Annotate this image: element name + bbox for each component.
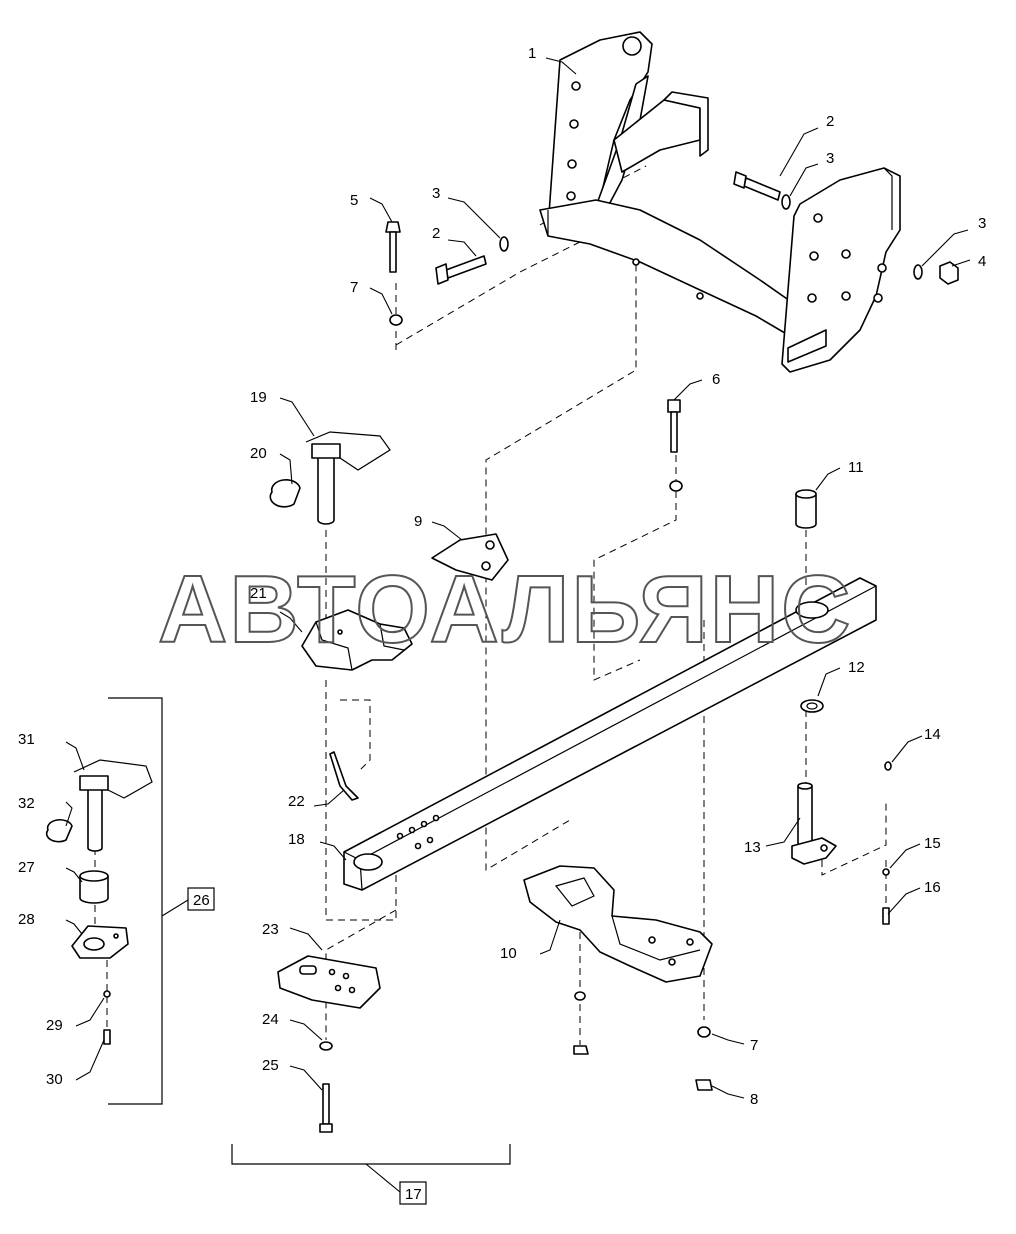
part-18-drawbar bbox=[343, 577, 877, 891]
kit-17-bracket bbox=[231, 1144, 511, 1193]
callout-24: 24 bbox=[262, 1011, 279, 1028]
callout-15: 15 bbox=[924, 835, 941, 852]
callout-26: 26 bbox=[193, 892, 210, 909]
callout-17: 17 bbox=[405, 1186, 422, 1203]
part-3-washer-left bbox=[499, 236, 509, 252]
part-9-plate bbox=[431, 533, 509, 581]
callout-12: 12 bbox=[848, 659, 865, 676]
part-14-nut bbox=[884, 761, 892, 771]
part-29-washer bbox=[103, 990, 111, 998]
part-5-bolt bbox=[385, 221, 401, 273]
part-1-frame-bracket bbox=[539, 31, 901, 373]
callout-21: 21 bbox=[250, 585, 267, 602]
callout-27: 27 bbox=[18, 859, 35, 876]
part-13-pin bbox=[791, 782, 837, 865]
callout-28: 28 bbox=[18, 911, 35, 928]
part-8-nut bbox=[573, 1045, 713, 1091]
part-4-nut bbox=[939, 261, 959, 285]
part-7-washer-bottom bbox=[574, 991, 711, 1038]
callout-32: 32 bbox=[18, 795, 35, 812]
part-3-washer-right-b bbox=[913, 264, 923, 280]
callout-3: 3 bbox=[826, 150, 834, 167]
part-30-bolt bbox=[103, 1029, 111, 1045]
kit-26-box bbox=[187, 887, 215, 911]
callout-3: 3 bbox=[432, 185, 440, 202]
callout-31: 31 bbox=[18, 731, 35, 748]
part-7-washer-mid bbox=[669, 480, 683, 492]
callout-19: 19 bbox=[250, 389, 267, 406]
callout-8: 8 bbox=[750, 1091, 758, 1108]
callout-13: 13 bbox=[744, 839, 761, 856]
part-25-bolt bbox=[319, 1083, 333, 1133]
part-32-spring-clip bbox=[45, 818, 73, 843]
callout-11: 11 bbox=[848, 459, 864, 476]
part-28-plate bbox=[71, 925, 129, 959]
callout-30: 30 bbox=[46, 1071, 63, 1088]
callout-3: 3 bbox=[978, 215, 986, 232]
callout-5: 5 bbox=[350, 192, 358, 209]
callout-23: 23 bbox=[262, 921, 279, 938]
part-31-lynch-pin bbox=[73, 759, 153, 852]
callout-14: 14 bbox=[924, 726, 941, 743]
callout-18: 18 bbox=[288, 831, 305, 848]
part-2-bolt-right bbox=[733, 171, 781, 201]
callout-25: 25 bbox=[262, 1057, 279, 1074]
callout-6: 6 bbox=[712, 371, 720, 388]
part-15-washer bbox=[882, 868, 890, 876]
callout-7: 7 bbox=[750, 1037, 758, 1054]
part-24-washer bbox=[319, 1041, 333, 1051]
part-16-bolt bbox=[882, 907, 890, 925]
callout-29: 29 bbox=[46, 1017, 63, 1034]
callout-labels: 1 2 3 3 2 5 7 3 4 6 19 20 11 9 21 12 14 … bbox=[18, 45, 986, 1205]
callout-2: 2 bbox=[826, 113, 834, 130]
callout-9: 9 bbox=[414, 513, 422, 530]
part-21-hitch-hook bbox=[301, 609, 413, 671]
part-12-washer bbox=[800, 699, 824, 713]
part-11-bushing bbox=[795, 489, 817, 529]
part-2-bolt-left bbox=[435, 255, 487, 285]
part-22-clip bbox=[329, 751, 359, 801]
part-6-bolt bbox=[667, 399, 681, 453]
kit-17-box bbox=[399, 1181, 427, 1205]
part-10-support bbox=[523, 865, 713, 983]
callout-16: 16 bbox=[924, 879, 941, 896]
part-3-washer-right-a bbox=[781, 194, 791, 210]
callout-2: 2 bbox=[432, 225, 440, 242]
part-23-plate bbox=[277, 955, 381, 1009]
part-27-bushing bbox=[79, 870, 109, 904]
part-20-spring-clip bbox=[269, 479, 301, 508]
callout-10: 10 bbox=[500, 945, 517, 962]
watermark-text: АВТОАЛЬЯНС bbox=[158, 556, 852, 663]
callout-4: 4 bbox=[978, 253, 986, 270]
callout-20: 20 bbox=[250, 445, 267, 462]
callout-22: 22 bbox=[288, 793, 305, 810]
callout-1: 1 bbox=[528, 45, 536, 62]
part-7-washer-top bbox=[389, 314, 403, 326]
kit-26-bracket bbox=[108, 697, 189, 1105]
leader-lines bbox=[65, 57, 971, 1099]
part-19-lynch-pin bbox=[305, 431, 391, 525]
callout-7: 7 bbox=[350, 279, 358, 296]
